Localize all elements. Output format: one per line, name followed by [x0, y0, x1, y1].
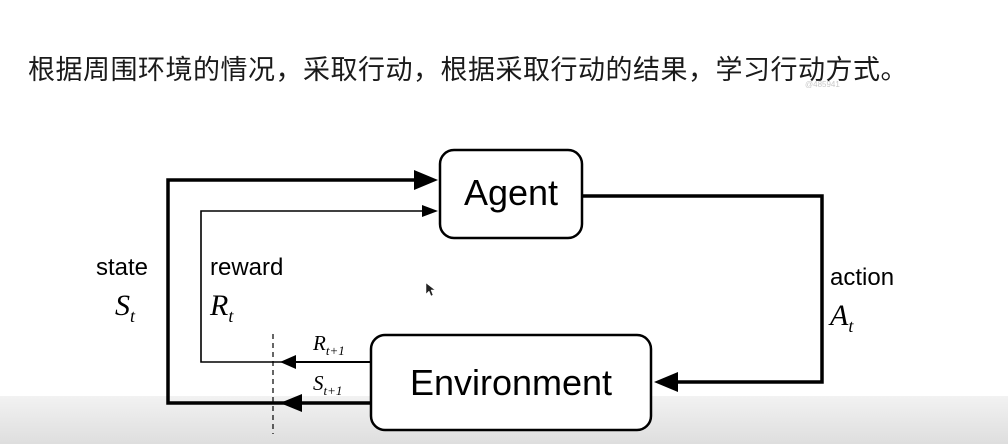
action-word: action — [830, 264, 894, 291]
page-caption: 根据周围环境的情况，采取行动，根据采取行动的结果，学习行动方式。 — [28, 55, 908, 86]
reward-symbol: Rt — [209, 289, 234, 326]
reward-word: reward — [210, 254, 283, 281]
next-reward-arrow-head — [280, 355, 296, 369]
agent-label: Agent — [464, 172, 558, 213]
next-state-symbol: St+1 — [313, 371, 342, 398]
state-symbol: St — [115, 289, 136, 326]
reward-arrow-head — [422, 205, 438, 217]
next-state-arrow-head — [280, 394, 302, 412]
watermark: @485941 — [805, 80, 840, 89]
state-word: state — [96, 254, 148, 281]
action-arrow-head — [654, 372, 678, 392]
reward-arrow — [200, 210, 424, 363]
environment-box — [369, 333, 653, 432]
state-arrow-head — [414, 170, 438, 190]
mouse-cursor-icon — [425, 282, 436, 297]
next-reward-symbol: Rt+1 — [312, 331, 345, 358]
state-arrow — [166, 178, 414, 405]
action-symbol: At — [828, 299, 854, 336]
action-arrow — [582, 194, 824, 384]
agent-box — [438, 148, 584, 240]
environment-label: Environment — [410, 362, 612, 403]
